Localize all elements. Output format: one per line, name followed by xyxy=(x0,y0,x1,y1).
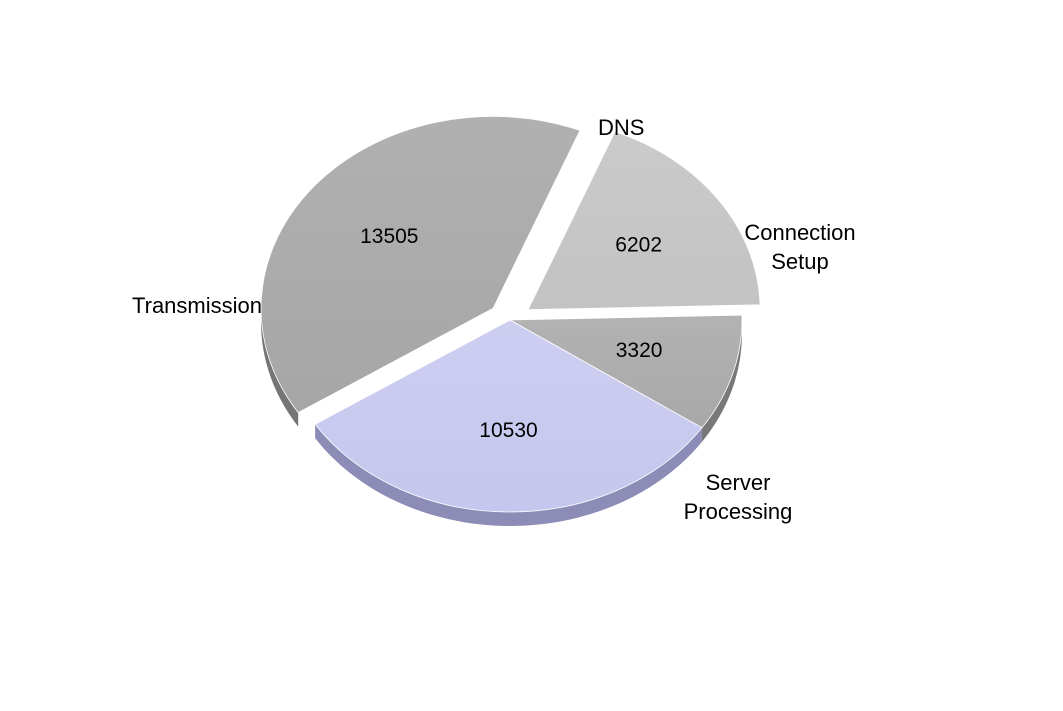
category-label-transmission: Transmission xyxy=(132,293,262,318)
pie-slice-server-processing xyxy=(314,319,703,513)
pie-slice-side-connection-setup xyxy=(701,320,742,442)
value-label-transmission: 13505 xyxy=(360,225,418,248)
category-label-dns: DNS xyxy=(598,115,644,140)
value-label-connection-setup: 3320 xyxy=(616,339,663,362)
pie-side-layer xyxy=(261,308,742,526)
pie-value-labels: 6202 3320 10530 13505 xyxy=(360,225,662,442)
pie-slice-connection-setup xyxy=(508,314,743,429)
pie-top-layer xyxy=(260,116,761,513)
value-label-server-processing: 10530 xyxy=(479,419,537,442)
pie-slice-side-transmission xyxy=(261,308,299,427)
pie-slice-transmission xyxy=(260,116,581,414)
value-label-dns: 6202 xyxy=(615,234,662,257)
pie-slice-side-server-processing xyxy=(315,424,702,526)
pie-slice-dns xyxy=(527,131,761,311)
